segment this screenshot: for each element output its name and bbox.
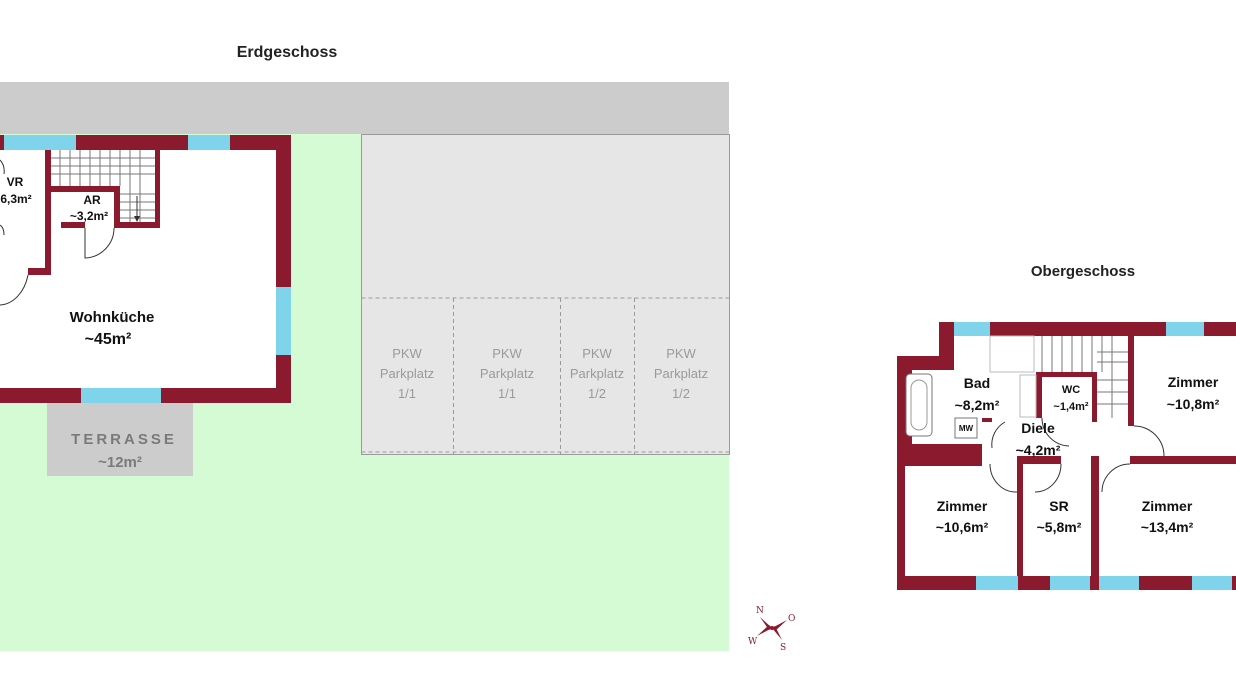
compass-w: W — [748, 637, 758, 647]
parking-spot-4: PKW Parkplatz 1/2 — [654, 346, 708, 401]
diele-label: Diele — [1021, 420, 1055, 436]
svg-text:PKW: PKW — [392, 346, 422, 361]
kitchen-label: Wohnküche — [70, 309, 155, 326]
terrace: TERRASSE ~12m² — [47, 403, 193, 476]
upper-floor-house — [897, 322, 1236, 590]
svg-text:1/2: 1/2 — [672, 386, 690, 401]
bad-area: ~8,2m² — [955, 397, 1000, 413]
svg-text:1/2: 1/2 — [588, 386, 606, 401]
zimmer-1-label: Zimmer — [1168, 374, 1219, 390]
terrace-label: TERRASSE — [71, 431, 177, 448]
vr-area: 6,3m² — [0, 192, 31, 206]
compass-o: O — [788, 614, 795, 624]
parking-spot-2: PKW Parkplatz 1/1 — [480, 346, 534, 401]
svg-text:Parkplatz: Parkplatz — [654, 366, 708, 381]
zimmer-2-label: Zimmer — [937, 498, 988, 514]
diele-area: ~4,2m² — [1016, 442, 1061, 458]
compass-rose-icon: N O S W — [748, 606, 795, 653]
kitchen-area: ~45m² — [85, 331, 132, 348]
parking-area — [361, 134, 730, 455]
zimmer-3-area: ~13,4m² — [1141, 519, 1194, 535]
bad-label: Bad — [964, 375, 990, 391]
compass-s: S — [780, 643, 786, 653]
svg-text:Parkplatz: Parkplatz — [570, 366, 624, 381]
ar-label: AR — [83, 193, 101, 207]
parking-spot-3: PKW Parkplatz 1/2 — [570, 346, 624, 401]
upper-floor-title: Obergeschoss — [1031, 263, 1135, 280]
parking-spot-1: PKW Parkplatz 1/1 — [380, 346, 434, 401]
ground-floor-title: Erdgeschoss — [237, 44, 338, 61]
wc-label: WC — [1062, 384, 1080, 396]
svg-text:PKW: PKW — [666, 346, 696, 361]
svg-text:Parkplatz: Parkplatz — [480, 366, 534, 381]
wc-area: ~1,4m² — [1053, 401, 1088, 413]
svg-text:1/1: 1/1 — [498, 386, 516, 401]
svg-text:1/1: 1/1 — [398, 386, 416, 401]
mw-label: MW — [959, 424, 974, 433]
svg-text:Parkplatz: Parkplatz — [380, 366, 434, 381]
zimmer-3-label: Zimmer — [1142, 498, 1193, 514]
ground-floor-house — [0, 135, 291, 403]
svg-text:PKW: PKW — [492, 346, 522, 361]
sr-label: SR — [1049, 498, 1068, 514]
vr-label: VR — [7, 175, 24, 189]
compass-n: N — [756, 606, 764, 616]
svg-text:PKW: PKW — [582, 346, 612, 361]
zimmer-2-area: ~10,6m² — [936, 519, 989, 535]
ar-area: ~3,2m² — [70, 209, 108, 223]
sr-area: ~5,8m² — [1037, 519, 1082, 535]
terrace-area: ~12m² — [98, 454, 142, 471]
paving-strip — [0, 82, 729, 134]
zimmer-1-area: ~10,8m² — [1167, 396, 1220, 412]
